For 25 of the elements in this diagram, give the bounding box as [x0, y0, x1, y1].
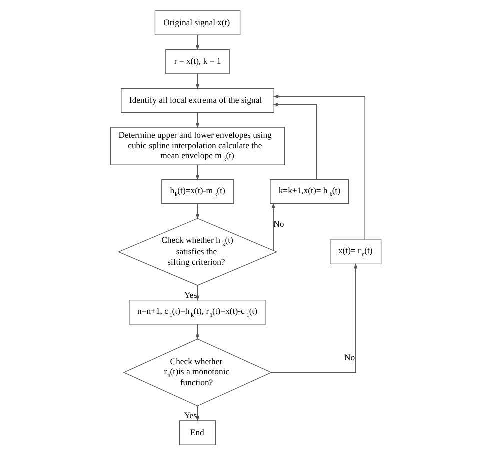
arrow [272, 94, 365, 240]
node-box: Identify all local extrema of the signal [120, 88, 274, 114]
arrow [195, 204, 200, 220]
arrow [195, 164, 200, 181]
arrow [195, 34, 200, 51]
node-box: k=k+1,x(t)= h$_{k}$(t) [270, 179, 349, 204]
arrow [270, 263, 358, 374]
node-box: r = x(t), k = 1 [165, 49, 230, 74]
arrow [195, 74, 200, 90]
edge-label: No [273, 218, 284, 229]
edge-label: Yes [184, 410, 197, 420]
node-box: Determine upper and lower envelopes using cubic spline interpolation calculate the mean envelope m$_{k}$(t) [110, 127, 285, 166]
node-box: x(t)= r$_{n}$(t) [330, 240, 382, 264]
arrow [272, 102, 317, 180]
node-box: Original signal x(t) [154, 10, 240, 36]
arrow [195, 324, 200, 340]
node-box: n=n+1, c$_{1}$(t)=h$_{k}$(t), r$_{1}$(t)=x(t)-c$_{1}$(t) [128, 300, 266, 325]
edge-label: No [344, 352, 355, 362]
arrow [195, 112, 200, 129]
arrow [271, 203, 276, 251]
arrow [195, 406, 200, 422]
edge-label: Yes [184, 290, 197, 300]
node-box: End [178, 420, 216, 446]
node-diamond: Check whether r$_{n}$(t)is a monotonic function? [122, 338, 272, 407]
node-box: h$_{k}$(t)=x(t)-m$_{k}$(t) [161, 179, 234, 204]
